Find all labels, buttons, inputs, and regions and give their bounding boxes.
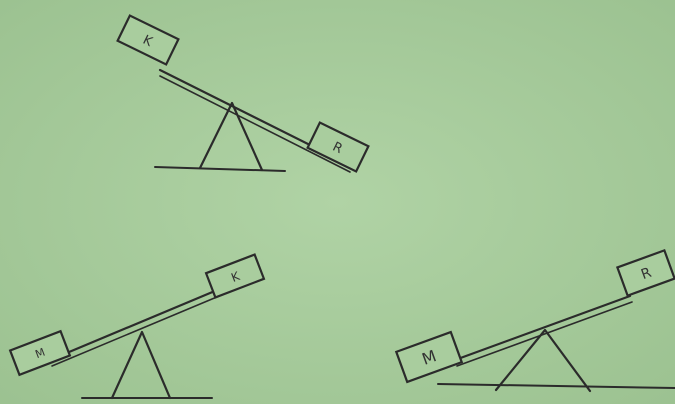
seesaw-diagram: K R M K M R [0, 0, 675, 404]
paper-background [0, 0, 675, 404]
